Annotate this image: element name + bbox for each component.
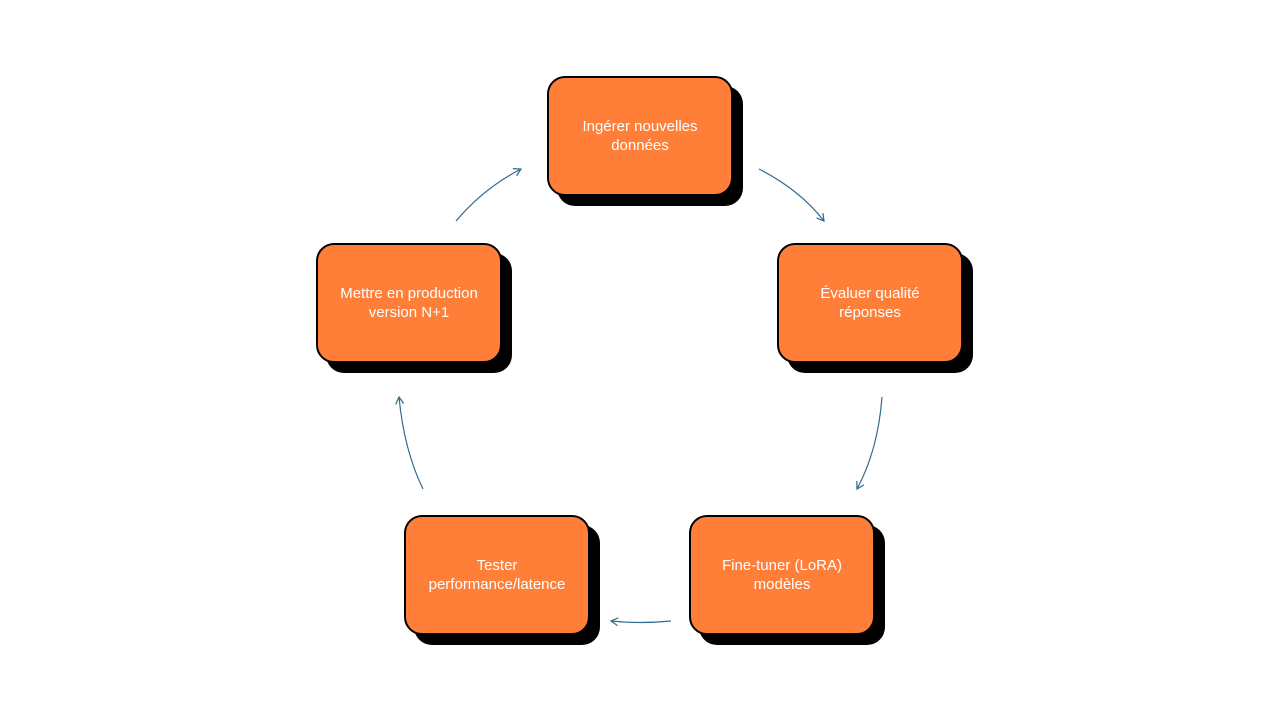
- step-label: Évaluer qualité réponses: [820, 285, 920, 321]
- step-box: Mettre en production version N+1: [316, 243, 502, 363]
- step-label: Tester performance/latence: [428, 557, 566, 593]
- step-deploy-next-version: Mettre en production version N+1: [316, 243, 512, 373]
- step-label: Mettre en production version N+1: [340, 285, 478, 321]
- step-evaluate-quality: Évaluer qualité réponses: [777, 243, 973, 373]
- arrow-ingest-to-eval: [758, 168, 825, 222]
- arrow-test-to-deploy: [395, 395, 424, 490]
- step-test-performance: Tester performance/latence: [404, 515, 600, 645]
- step-box: Ingérer nouvelles données: [547, 76, 733, 196]
- step-box: Évaluer qualité réponses: [777, 243, 963, 363]
- step-label: Ingérer nouvelles données: [582, 118, 698, 154]
- step-label: Fine-tuner (LoRA) modèles: [721, 557, 843, 593]
- arrow-eval-to-finetune: [856, 396, 883, 491]
- step-fine-tune-models: Fine-tuner (LoRA) modèles: [689, 515, 885, 645]
- step-ingest-new-data: Ingérer nouvelles données: [547, 76, 743, 206]
- arrow-finetune-to-test: [609, 617, 672, 627]
- step-box: Tester performance/latence: [404, 515, 590, 635]
- arrow-deploy-to-ingest: [455, 168, 523, 222]
- step-box: Fine-tuner (LoRA) modèles: [689, 515, 875, 635]
